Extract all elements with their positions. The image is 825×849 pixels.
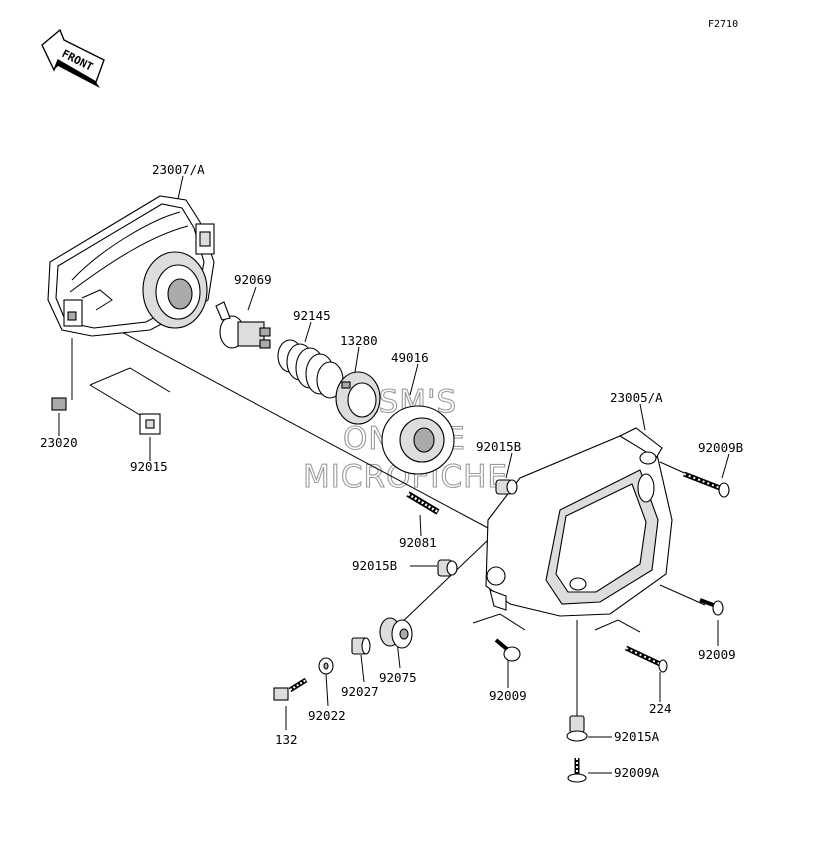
- label-23007a: 23007/A: [152, 162, 205, 177]
- leader-lines: [58, 175, 730, 774]
- label-13280: 13280: [340, 333, 378, 348]
- label-92009a: 92009A: [614, 765, 660, 780]
- watermark-line-3: MICROFICHE: [303, 459, 508, 495]
- part-labels: 23007/A 92069 92145 13280 49016 23005/A …: [40, 162, 743, 780]
- label-92015: 92015: [130, 459, 168, 474]
- washer-92022: [318, 657, 334, 675]
- adjuster-49016: [381, 405, 455, 475]
- label-92009b: 92009B: [698, 440, 743, 455]
- collar-92015a: [566, 715, 588, 742]
- label-92081: 92081: [399, 535, 437, 550]
- label-92027: 92027: [341, 684, 379, 699]
- label-23020: 23020: [40, 435, 78, 450]
- screw-92009a: [567, 758, 587, 783]
- headlight-housing-23007a: [47, 195, 215, 337]
- screw-92009-right: [699, 598, 724, 616]
- label-49016: 49016: [391, 350, 429, 365]
- label-92015b-lower: 92015B: [352, 558, 397, 573]
- nut-92015: [139, 413, 161, 435]
- bolt-224: [624, 645, 668, 673]
- clip-23020: [51, 397, 67, 411]
- label-132: 132: [275, 732, 298, 747]
- sleeve-92015b-upper: [495, 479, 518, 495]
- spring-92145: [277, 339, 344, 399]
- label-92075: 92075: [379, 670, 417, 685]
- ring-13280: [335, 371, 381, 425]
- grommet-92075: [379, 617, 413, 649]
- label-92015b-upper: 92015B: [476, 439, 521, 454]
- bolt-132: [273, 677, 308, 701]
- label-92069: 92069: [234, 272, 272, 287]
- assembly-lines: [71, 329, 706, 716]
- spring-92081: [406, 491, 440, 515]
- label-92022: 92022: [308, 708, 346, 723]
- sleeve-92015b-lower: [437, 559, 458, 577]
- screw-92009-bottom: [494, 638, 521, 662]
- label-224: 224: [649, 701, 672, 716]
- headlight-case-23005a: [485, 427, 673, 617]
- label-92015a: 92015A: [614, 729, 660, 744]
- front-arrow-icon: FRONT: [41, 28, 105, 88]
- label-23005a: 23005/A: [610, 390, 663, 405]
- screw-92009b: [683, 471, 730, 498]
- figure-code: F2710: [708, 19, 738, 30]
- bulb-92069: [215, 301, 271, 349]
- label-92145: 92145: [293, 308, 331, 323]
- collar-92027: [351, 637, 371, 655]
- label-92009-bottom: 92009: [489, 688, 527, 703]
- label-92009-right: 92009: [698, 647, 736, 662]
